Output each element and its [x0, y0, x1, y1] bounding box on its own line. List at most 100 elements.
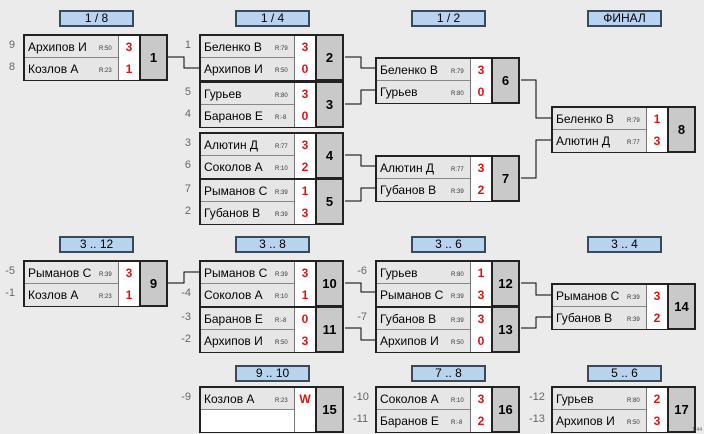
header-round-of-8: 1 / 8: [59, 10, 134, 27]
player-rating: R:23: [99, 294, 112, 300]
player-row[interactable]: Беленко В R:79 3: [201, 36, 315, 58]
player-score: 0: [294, 105, 315, 127]
seed-number: -13: [529, 413, 545, 425]
player-rating: R:77: [275, 144, 288, 150]
player-rating: R:23: [275, 398, 288, 404]
player-score: 2: [646, 388, 667, 410]
player-score: 3: [118, 36, 139, 58]
match-number: 1: [139, 36, 166, 79]
player-name: Беленко В: [556, 112, 614, 126]
player-score: 1: [118, 284, 139, 306]
player-name: Алютин Д: [556, 134, 611, 148]
player-rating: R:50: [627, 420, 640, 426]
player-score: 3: [118, 262, 139, 284]
player-rating: R:79: [275, 46, 288, 52]
player-name: Рыманов С: [204, 266, 268, 280]
player-rating: R:39: [451, 318, 464, 324]
seed-number: 1: [184, 39, 191, 51]
player-name: Баранов Е: [204, 312, 263, 326]
player-rating: R:80: [275, 93, 288, 99]
player-rating: R:80: [627, 398, 640, 404]
player-score: 2: [470, 410, 491, 432]
seed-number: -1: [5, 287, 15, 299]
seed-number: -6: [357, 265, 367, 277]
player-score: 1: [294, 180, 315, 202]
player-score: 3: [294, 36, 315, 58]
player-rating: R:50: [275, 340, 288, 346]
match-number: 8: [667, 108, 694, 151]
player-rating: R:79: [451, 69, 464, 75]
player-name: Архипов И: [380, 334, 439, 348]
seed-number: 9: [8, 39, 15, 51]
player-name: Соколов А: [204, 160, 263, 174]
player-score: [294, 410, 315, 432]
header-places-3-4: 3 .. 4: [587, 236, 662, 253]
player-score: 3: [294, 330, 315, 352]
player-name: Архипов И: [556, 414, 615, 428]
player-row[interactable]: Алютин Д R:77 3: [201, 134, 315, 156]
seed-number: -4: [181, 287, 191, 299]
player-name: Беленко В: [204, 40, 262, 54]
player-score: 3: [294, 134, 315, 156]
match-number: 17: [667, 388, 694, 431]
header-places-9-10: 9 .. 10: [235, 365, 310, 382]
player-rating: R:39: [627, 317, 640, 323]
version-label: 1.44: [692, 427, 702, 433]
player-name: Алютин Д: [204, 138, 259, 152]
header-semifinal: 1 / 2: [411, 10, 486, 27]
player-row[interactable]: [201, 410, 315, 432]
match-number: 9: [139, 262, 166, 305]
player-score: 1: [118, 58, 139, 80]
match-number: 12: [491, 262, 518, 305]
